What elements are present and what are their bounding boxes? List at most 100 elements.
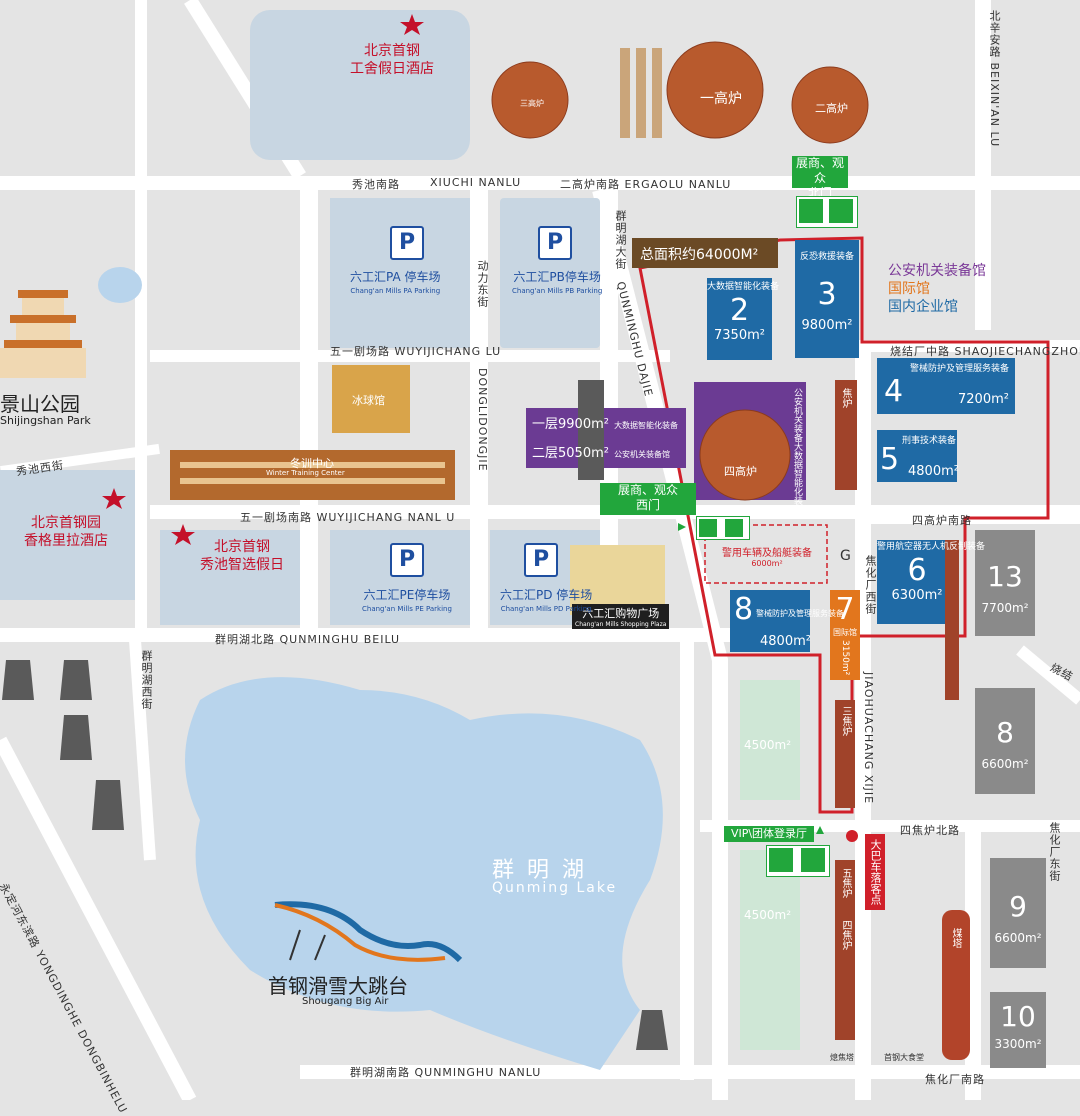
lake-name-en: Qunming Lake	[492, 880, 618, 896]
road-jiaohuachang-nanlu: 焦化厂南路	[925, 1073, 985, 1086]
block-13-area: 7700m²	[981, 601, 1029, 615]
hall-type-legend: 公安机关装备馆 国际馆 国内企业馆	[888, 262, 986, 316]
green-area-lower-label: 4500m²	[744, 908, 792, 922]
hall-3[interactable]: 反恐救援装备 3 9800m²	[795, 252, 859, 333]
road-sijiaolu-beilu: 四焦炉北路	[900, 824, 960, 837]
hall-7[interactable]: 7 国际馆 3150m²	[830, 592, 860, 675]
hall-2-block	[707, 278, 772, 360]
coke-oven-4-label: 四焦炉	[840, 920, 851, 950]
west-gate-icons	[696, 516, 750, 540]
road-dongli-dongjie-cn: 动力东街	[476, 260, 489, 308]
block-8b[interactable]: 8 6600m²	[975, 716, 1035, 771]
winter-center-cn: 冬训中心	[290, 457, 334, 470]
green-area-upper-label: 4500m²	[744, 738, 792, 752]
vip-hall-label[interactable]: VIP\团体登录厅	[724, 826, 814, 842]
hall-1-floor2-area: 二层5050m²	[532, 446, 609, 461]
hall-2-number: 2	[729, 293, 750, 328]
vehicle-zone[interactable]: 警用车辆及船艇装备 6000m²	[712, 544, 822, 568]
legend-international: 国际馆	[888, 281, 930, 297]
hall-1-floors-block	[526, 408, 686, 468]
road-sigaolu-nanlu: 四高炉南路	[912, 514, 972, 527]
hall-6-area: 6300m²	[891, 588, 943, 603]
road-jiaohuachang-xijie: 焦化厂西街	[864, 555, 877, 615]
parking-pe-icon: P	[390, 543, 424, 577]
hall-1-floor1-desc: 大数据智能化装备	[614, 421, 679, 430]
coal-tower-label: 煤塔	[950, 928, 961, 948]
total-area-label: 总面积约64000M²	[640, 247, 759, 263]
hall-1-floors[interactable]: 一层9900m² 大数据智能化装备 二层5050m² 公安机关装备馆	[532, 413, 678, 461]
vip-entry-icon	[801, 848, 825, 872]
entry-icon	[829, 199, 853, 223]
hall-6[interactable]: 警用航空器无人机反制装备 6 6300m²	[877, 542, 986, 603]
furnace-1-label: 一高炉	[700, 91, 742, 107]
legend-domestic: 国内企业馆	[888, 299, 958, 315]
north-gate-line1: 展商、观众	[795, 156, 844, 185]
hall-6-desc: 警用航空器无人机反制装备	[877, 542, 986, 552]
block-13[interactable]: 13 7700m²	[975, 560, 1035, 615]
hall-3-block	[795, 240, 859, 358]
parking-pa-cn: 六工汇PA 停车场	[350, 270, 441, 284]
total-area-tag	[632, 238, 778, 268]
park-name-en: Shijingshan Park	[0, 414, 91, 427]
furnace-3-label: 三高炉	[520, 99, 544, 108]
shopping-plaza-cn: 六工汇购物广场	[582, 607, 660, 620]
hall-7-block	[830, 590, 860, 680]
parking-pd-en: Chang'an Mills PD Parking	[500, 605, 592, 613]
hall-8-block	[730, 590, 810, 652]
parking-pd-label: 六工汇PD 停车场 Chang'an Mills PD Parking	[500, 588, 592, 616]
hall-4-desc: 警械防护及管理服务装备	[910, 364, 1010, 374]
hall-4-block	[877, 358, 1015, 414]
block-9-area: 6600m²	[994, 931, 1042, 945]
coke-oven-5-label: 五焦炉	[840, 868, 851, 898]
north-gate-label[interactable]: 展商、观众 北门	[792, 156, 848, 200]
hall-3-number: 3	[817, 277, 837, 312]
qunming-lake	[185, 677, 663, 1070]
block-10-number: 10	[1000, 1000, 1036, 1033]
parking-pe-label: 六工汇PE停车场 Chang'an Mills PE Parking	[362, 588, 452, 616]
hall-1-tower-label: 公安机关装备大数据智能化装备	[792, 388, 802, 514]
road-ergaolu-nanlu: 二高炉南路 ERGAOLU NANLU	[560, 178, 732, 191]
road-qunminghu-beilu: 群明湖北路 QUNMINGHU BEILU	[215, 633, 401, 646]
block-9-number: 9	[1009, 890, 1027, 923]
lake-name-cn: 群 明 湖	[492, 858, 587, 883]
hall-3-desc: 反恐救援装备	[799, 252, 854, 262]
coke-oven-1-label: 焦炉	[840, 388, 851, 408]
parking-pa-en: Chang'an Mills PA Parking	[350, 287, 441, 295]
parking-pa-icon: P	[390, 226, 424, 260]
hotel-shangri: 北京首钢园 香格里拉酒店	[24, 514, 108, 550]
hall-4-area: 7200m²	[958, 392, 1009, 407]
hotel-xiuchi-line1: 北京首钢	[214, 539, 270, 555]
expo-boundary	[638, 236, 1050, 814]
road-dongli-dongjie-en: DONGLIDONGJIE	[476, 368, 489, 472]
hall-7-desc: 国际馆	[833, 628, 857, 637]
hotel-holiday-line2: 工舍假日酒店	[350, 61, 434, 77]
block-13-number: 13	[987, 560, 1023, 593]
road-beixinan-lu: 北辛安路 BEIXIN'AN LU	[988, 10, 1001, 148]
west-security-icon	[699, 519, 717, 537]
ice-hall-label: 冰球馆	[352, 394, 385, 407]
west-gate-line1: 展商、观众	[617, 483, 678, 497]
hotel-shangri-line2: 香格里拉酒店	[24, 533, 108, 549]
coke-oven-3-label: 三焦炉	[840, 706, 851, 736]
road-wuyi-jcnl: 五一剧场南路 WUYIJICHANG NANL U	[240, 511, 456, 524]
vip-gate-icons	[766, 845, 830, 877]
parking-pd-cn: 六工汇PD 停车场	[500, 588, 593, 602]
shopping-plaza-en: Chang'an Mills Shopping Plaza	[575, 621, 667, 628]
park-name-cn: 景山公园	[0, 392, 80, 416]
hall-5-number: 5	[880, 442, 900, 477]
parking-pb-en: Chang'an Mills PB Parking	[512, 287, 603, 295]
bus-stop-label[interactable]: 大巴车落客点	[865, 834, 885, 910]
hall-5-block	[877, 430, 957, 482]
block-10[interactable]: 10 3300m²	[990, 1000, 1046, 1051]
g-label: G	[840, 548, 851, 564]
block-10-area: 3300m²	[994, 1037, 1042, 1051]
block-9[interactable]: 9 6600m²	[990, 890, 1046, 945]
west-gate-label[interactable]: 展商、观众 西门	[600, 483, 696, 515]
parking-pd-icon: P	[524, 543, 558, 577]
hall-8-number: 8	[734, 592, 754, 627]
road-jiaohuachang-dongjie: 焦化厂东街	[1048, 822, 1061, 882]
hall-2[interactable]: 大数据智能化装备 2 7350m²	[707, 282, 779, 343]
pagoda-icon	[0, 290, 86, 378]
